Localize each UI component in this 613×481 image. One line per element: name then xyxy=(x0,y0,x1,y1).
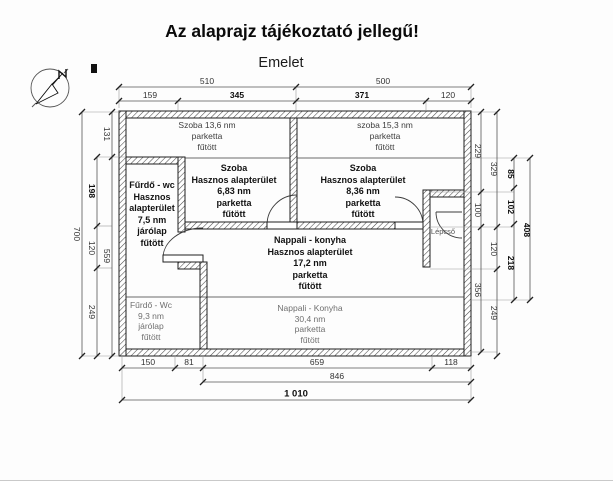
dim-label: 846 xyxy=(329,371,345,381)
floor-subtitle: Emelet xyxy=(258,55,304,71)
dim-label: 120 xyxy=(440,90,456,100)
dim-label: 100 xyxy=(473,202,483,218)
dim-label: 159 xyxy=(142,90,158,100)
room-label-nappali-useful: Nappali - konyha Hasznos alapterület 17,… xyxy=(267,235,353,291)
dimension-ticks xyxy=(78,83,534,404)
dim-label: 150 xyxy=(140,357,156,367)
dim-label: 120 xyxy=(87,240,97,256)
dim-label: 81 xyxy=(184,357,194,367)
interior-walls xyxy=(125,117,465,350)
dim-label: 218 xyxy=(506,255,516,271)
outer-walls xyxy=(118,110,472,357)
dimension-lines xyxy=(81,86,531,401)
room-label-szoba-left-useful: Szoba Hasznos alapterület 6,83 nm parket… xyxy=(191,163,277,219)
dim-label: 356 xyxy=(473,282,483,298)
room-label-szoba-left-gross: Szoba 13,6 nm parketta fűtött xyxy=(178,120,236,152)
dim-label: 102 xyxy=(506,199,516,215)
dim-label: 229 xyxy=(473,143,483,159)
north-compass-icon xyxy=(30,68,70,108)
dim-label: 329 xyxy=(489,161,499,177)
room-label-furdo-gross: Fűrdő - Wc 9,3 nm járólap fűtött xyxy=(129,300,173,342)
dim-label: 345 xyxy=(229,90,245,100)
dim-label: 1 010 xyxy=(284,388,308,400)
room-label-szoba-right-gross: szoba 15,3 nm parketta fűtött xyxy=(357,120,413,152)
dim-label: 500 xyxy=(375,76,391,86)
dim-label: 559 xyxy=(102,248,112,264)
dim-label: 118 xyxy=(444,357,458,367)
dim-label: 85 xyxy=(506,169,516,179)
door-swing-arcs xyxy=(162,194,463,259)
dim-label: 120 xyxy=(489,241,499,257)
room-label-szoba-right-useful: Szoba Hasznos alapterület 8,36 nm parket… xyxy=(320,163,406,219)
room-label-nappali-gross: Nappali - Konyha 30,4 nm parketta fűtött xyxy=(277,303,343,345)
room-label-stairs: Lépcső xyxy=(430,227,456,236)
dim-label: 198 xyxy=(87,183,97,199)
dim-label: 249 xyxy=(489,305,499,321)
drawing-title: Az alaprajz tájékoztató jellegű! xyxy=(165,21,419,41)
dim-label: 371 xyxy=(354,90,370,100)
height-lines xyxy=(126,157,464,298)
dim-label: 659 xyxy=(309,357,325,367)
dim-label: 510 xyxy=(199,76,215,86)
dim-label: 700 xyxy=(72,226,82,242)
small-black-marker xyxy=(91,64,97,73)
extension-lines xyxy=(82,87,530,400)
door-leaves xyxy=(162,221,424,263)
dim-label: 249 xyxy=(87,304,97,320)
room-label-furdo-useful: Fűrdő - wc Hasznos alapterület 7,5 nm já… xyxy=(129,180,175,248)
dim-label: 131 xyxy=(102,126,112,142)
dim-label: 408 xyxy=(522,222,532,238)
